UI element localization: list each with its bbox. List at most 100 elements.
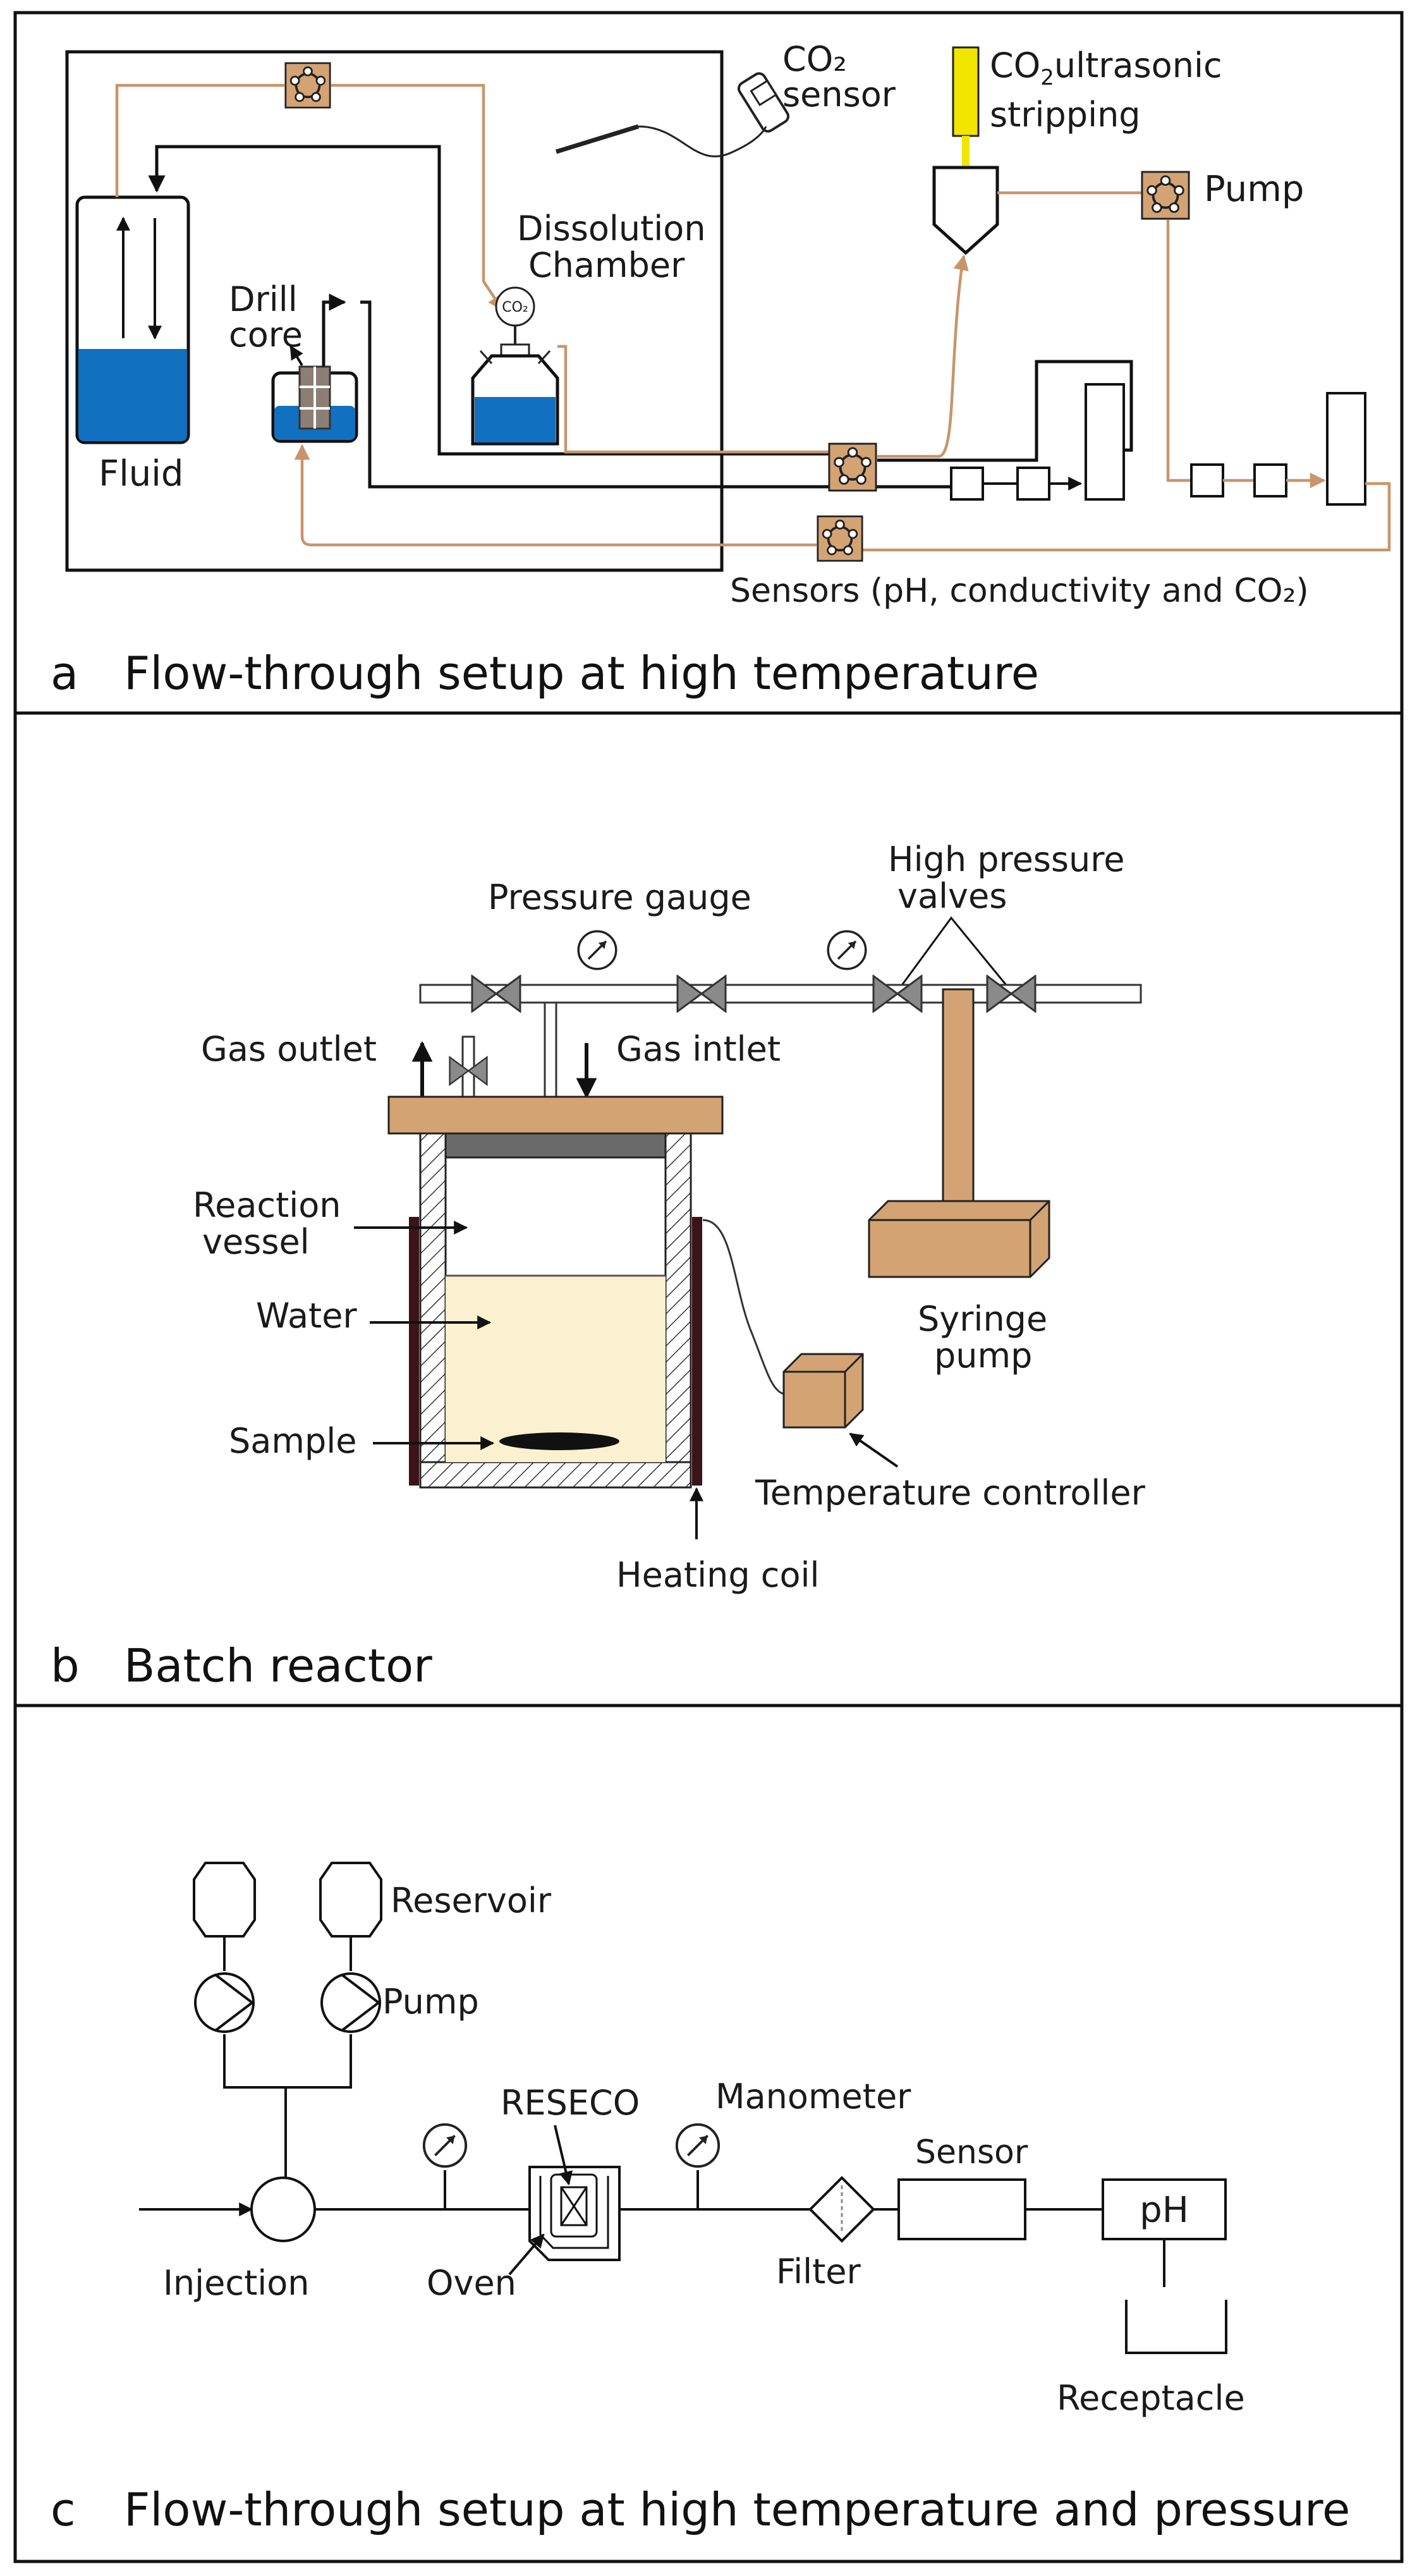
sensors-label: Sensors (pH, conductivity and CO₂) <box>730 572 1309 610</box>
panel-c-caption: Flow-through setup at high temperature a… <box>124 2483 1350 2536</box>
pressure-gauge-1-icon <box>577 930 617 970</box>
co2-sensor-label-line1: CO₂ <box>782 39 847 79</box>
gas-outlet-label: Gas outlet <box>201 1029 377 1069</box>
receptacle <box>1125 2300 1227 2354</box>
high-pressure-label-line1: High pressure <box>888 839 1125 879</box>
oven-label: Oven <box>427 2263 516 2303</box>
temperature-controller-arrow <box>849 1432 899 1468</box>
receptacle-label: Receptacle <box>1057 2378 1245 2418</box>
sensor-box <box>897 2178 1026 2240</box>
tube-pump-to-right-samplers <box>1166 220 1191 482</box>
tube-reservoir-to-top-pump <box>115 83 284 197</box>
high-pressure-label-line2: valves <box>897 876 1007 916</box>
sample-box-4 <box>1253 463 1287 497</box>
line-return-to-reservoir <box>148 145 847 456</box>
reactor-lid <box>387 1096 724 1135</box>
line-drill-core-outlet <box>322 293 346 367</box>
panel-a: Fluid CO₂ sensor Dissolution Chamber CO₂ <box>51 39 1391 700</box>
sensor-pump-icon <box>817 515 863 562</box>
panel-a-letter: a <box>51 647 78 700</box>
tube-top-pump-to-chamber <box>331 83 504 312</box>
manometer-2-icon <box>675 2123 721 2168</box>
stripping-label-line1: CO2ultrasonic <box>990 46 1222 90</box>
sample-label: Sample <box>229 1421 356 1461</box>
drill-core-vessel <box>271 365 358 443</box>
ph-label: pH <box>1140 2190 1189 2231</box>
valve-1-icon <box>471 975 521 1013</box>
tube-chamber-outlet <box>557 345 847 454</box>
pump-2-icon <box>320 1972 381 2033</box>
collector-2 <box>1326 392 1366 506</box>
fluid-label: Fluid <box>99 453 183 494</box>
water-label: Water <box>256 1296 357 1336</box>
sample <box>499 1432 619 1450</box>
oven-arrow <box>508 2233 545 2276</box>
pump-center-icon <box>828 443 877 492</box>
syringe-pump-label-line2: pump <box>934 1336 1032 1376</box>
tube-sensor-to-drill <box>294 444 817 547</box>
sample-box-1 <box>950 467 984 501</box>
valve-4-icon <box>986 975 1037 1013</box>
pump-manifold <box>223 2034 352 2089</box>
vessel-wall-bottom <box>419 1461 692 1489</box>
pump-right-icon <box>1141 171 1190 220</box>
syringe-pump-edge <box>869 1200 1050 1277</box>
reaction-vessel-label-line2: vessel <box>202 1222 310 1262</box>
figure-frame <box>13 11 1404 2563</box>
dissolution-label-line2: Chamber <box>528 245 685 285</box>
pump-top-icon <box>284 62 331 109</box>
pump-label: Pump <box>382 1982 479 2022</box>
manometer-label: Manometer <box>715 2077 911 2116</box>
gas-intlet-label: Gas intlet <box>616 1029 781 1069</box>
syringe-pump-label-line1: Syringe <box>918 1299 1047 1339</box>
dissolution-chamber: CO₂ <box>471 286 559 446</box>
high-pressure-pointer <box>896 916 1013 992</box>
ph-meter-box <box>1102 2178 1227 2240</box>
panel-b: High pressure valves Pressure gauge Gas … <box>51 839 1146 1692</box>
reaction-vessel-label-line1: Reaction <box>193 1185 341 1225</box>
co2-sensor-icon <box>555 72 790 157</box>
co2-bubble-label: CO₂ <box>502 300 528 315</box>
panel-b-letter: b <box>51 1639 80 1692</box>
pressure-gauge-label: Pressure gauge <box>488 877 751 917</box>
drill-core-pointer <box>289 345 303 367</box>
vessel-wall-left <box>419 1132 447 1489</box>
syringe-rod <box>942 988 975 1206</box>
injection-valve <box>250 2176 316 2242</box>
coil-wire <box>702 1219 784 1395</box>
line-core-to-samplers <box>360 300 951 489</box>
valve-2-icon <box>676 975 727 1013</box>
heating-coil-left <box>409 1217 419 1486</box>
water <box>446 1276 666 1462</box>
fluid-level <box>78 349 187 441</box>
drill-core-label-line1: Drill <box>229 279 298 319</box>
pump-1-icon <box>194 1972 255 2033</box>
syringe-pump-body <box>868 1200 1050 1278</box>
sample-box-2 <box>1016 467 1050 501</box>
dissolution-label-line1: Dissolution <box>517 209 706 248</box>
ultrasonic-probe <box>952 46 980 137</box>
oven <box>528 2166 621 2261</box>
panel-c-letter: c <box>51 2483 76 2536</box>
reseco-arrow <box>554 2125 573 2186</box>
vessel-wall-right <box>664 1132 692 1489</box>
enclosure-box <box>65 50 724 572</box>
reservoir-label: Reservoir <box>391 1881 552 1920</box>
filter-label: Filter <box>776 2252 861 2292</box>
line-pump-to-collector <box>877 360 1133 462</box>
co2-sensor-label-line2: sensor <box>782 75 896 114</box>
reservoir-1-icon <box>193 1862 256 1938</box>
panel-b-caption: Batch reactor <box>124 1639 432 1692</box>
injection-label: Injection <box>163 2263 310 2303</box>
sensor-label: Sensor <box>915 2133 1028 2171</box>
heating-coil-label: Heating coil <box>616 1555 820 1595</box>
lid-seal <box>444 1132 667 1159</box>
stripping-vessel <box>932 166 999 255</box>
sample-box-3 <box>1190 463 1224 497</box>
tube-pump-to-stripping <box>877 254 969 458</box>
reservoir-2-icon <box>319 1862 382 1938</box>
heating-coil-right <box>692 1217 702 1486</box>
pressure-gauge-2-icon <box>827 930 867 970</box>
tube-sensor-loop <box>863 482 1391 552</box>
